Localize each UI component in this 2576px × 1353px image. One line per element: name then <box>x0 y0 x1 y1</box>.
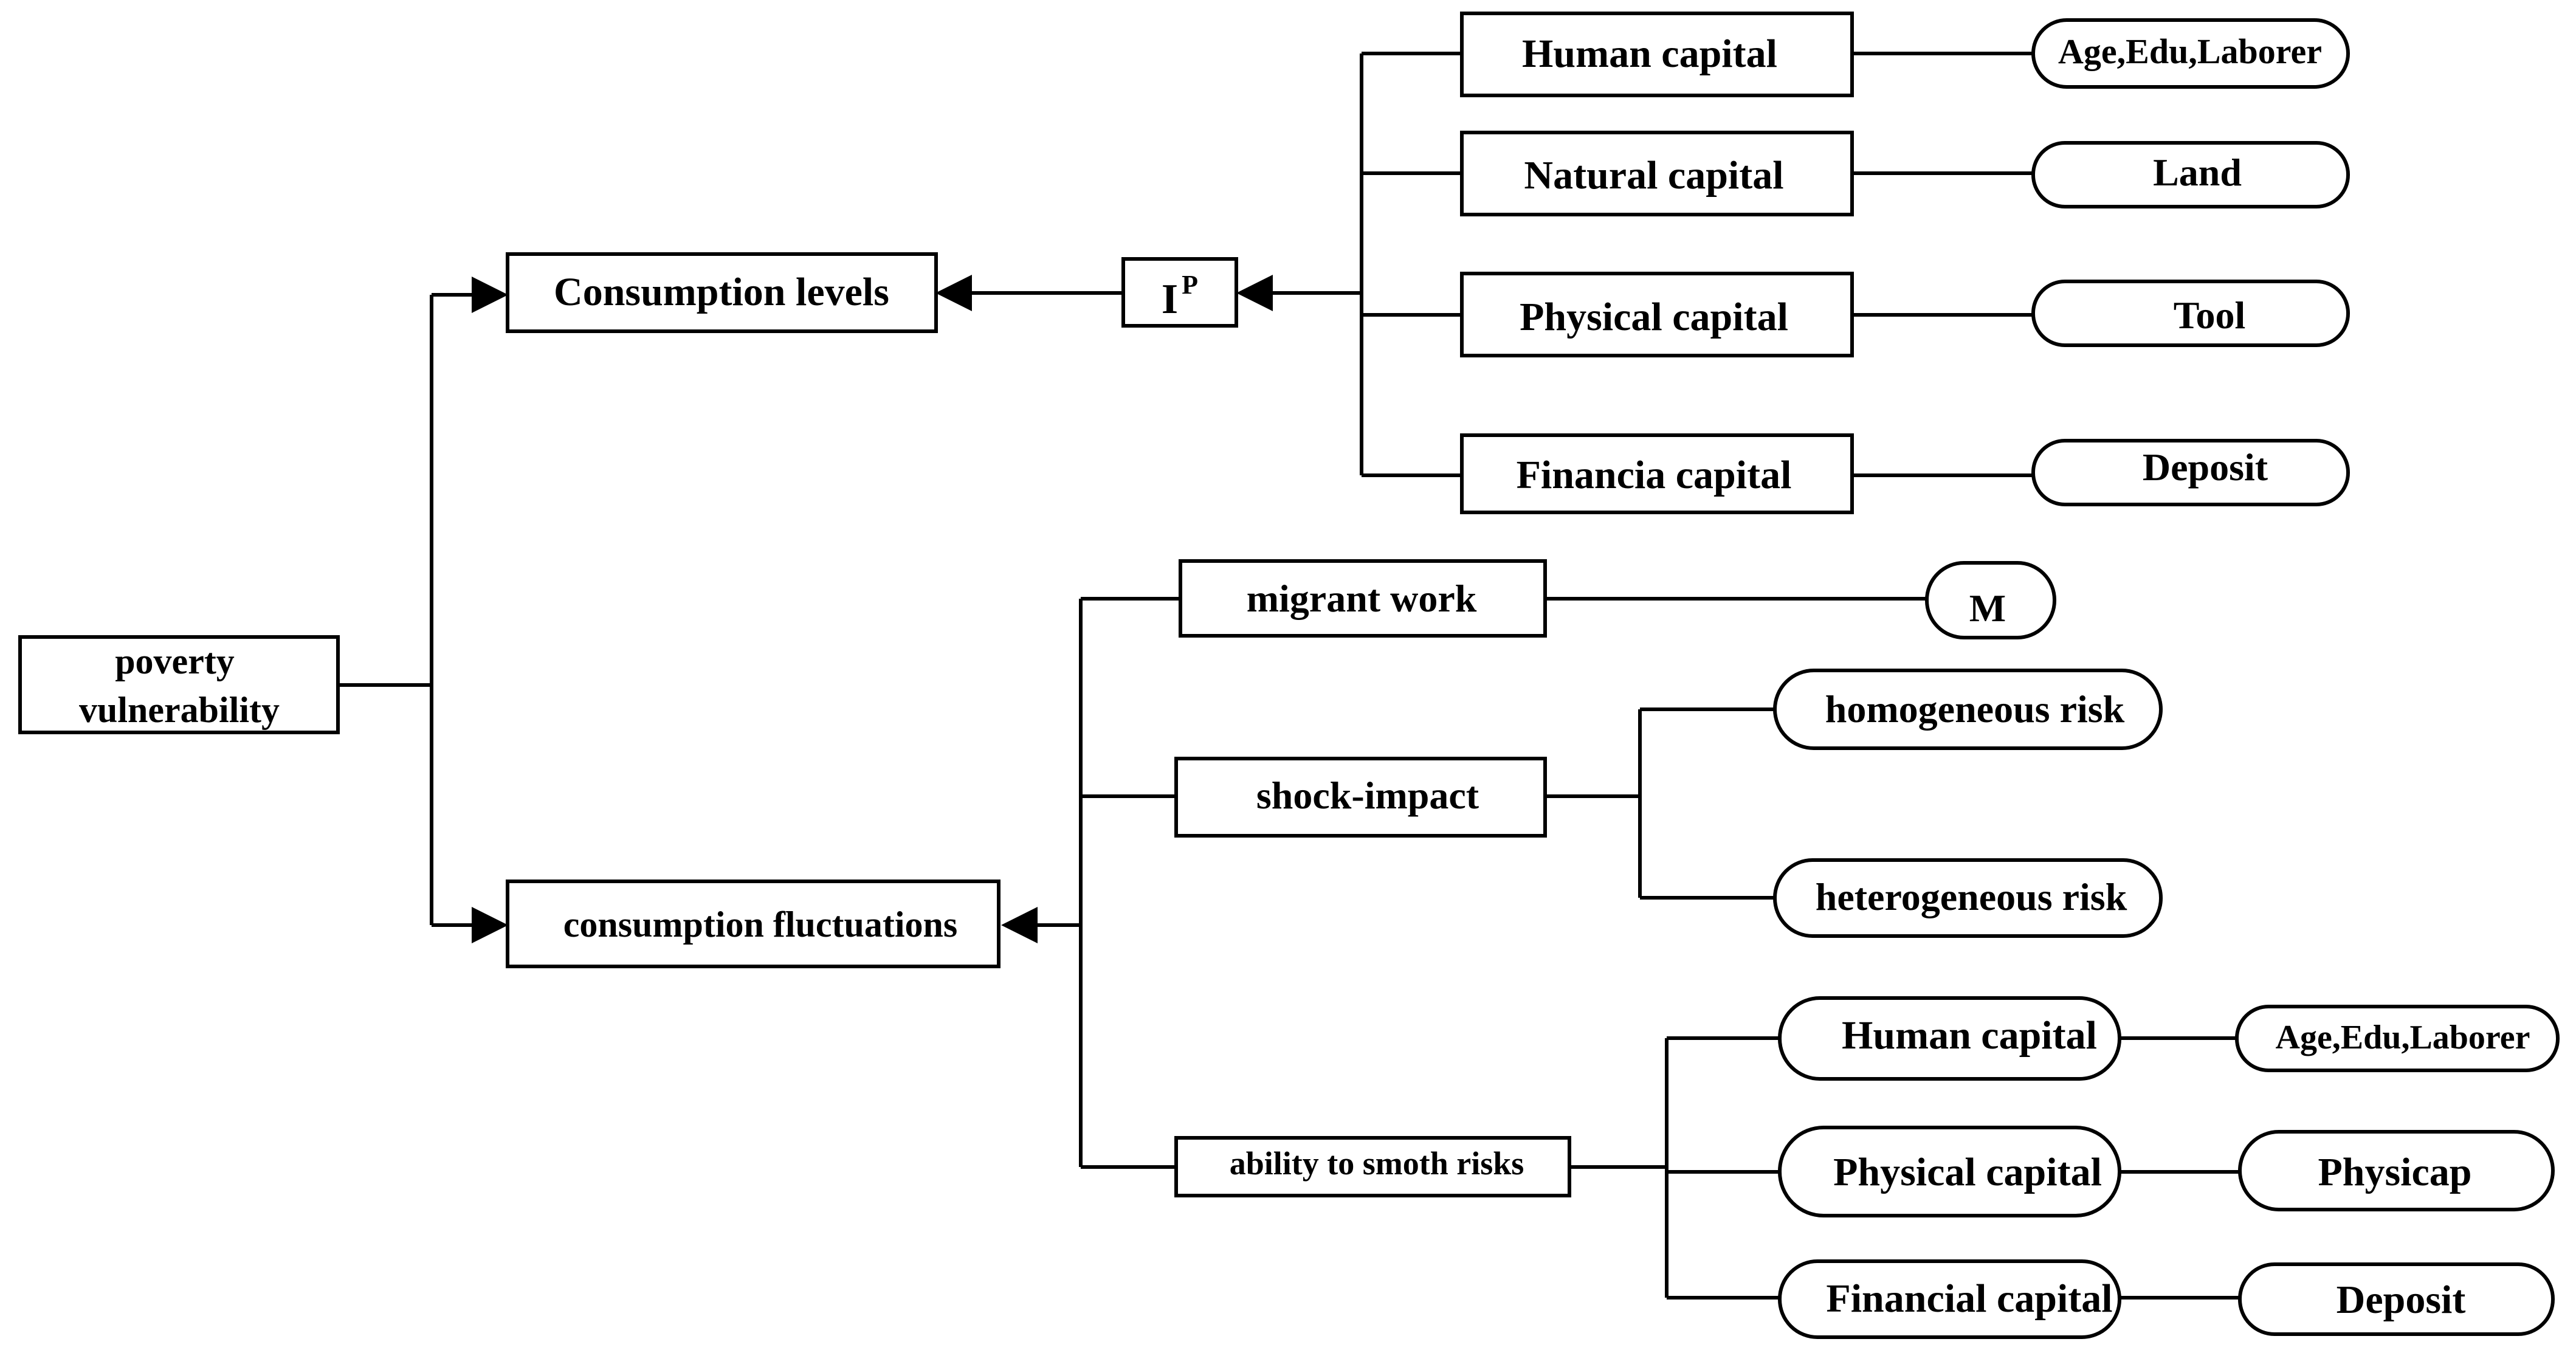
node-natural-capital: Natural capital <box>1460 131 1854 216</box>
physical-capital-label: Physical capital <box>1520 295 1788 339</box>
node-smooth-human-capital: Human capital <box>1778 996 2121 1081</box>
node-smooth-physical-capital: Physical capital <box>1778 1126 2121 1217</box>
node-financia-capital: Financia capital <box>1460 433 1854 514</box>
smooth-risks-label: ability to smoth risks <box>1230 1145 1524 1182</box>
ip-base: I <box>1162 276 1178 323</box>
node-consumption-levels: Consumption levels <box>506 252 938 333</box>
risk-heterogeneous: heterogeneous risk <box>1773 858 2163 938</box>
indicator-deposit-label: Deposit <box>2143 446 2268 489</box>
indicator-age-edu-laborer-label: Age,Edu,Laborer <box>2058 32 2322 71</box>
indicator-smooth-age-edu-laborer: Age,Edu,Laborer <box>2235 1005 2560 1072</box>
indicator-physicap: Physicap <box>2238 1130 2555 1211</box>
node-poverty-vulnerability: poverty vulnerability <box>18 635 340 734</box>
node-consumption-fluctuations: consumption fluctuations <box>506 880 1000 968</box>
consumption-levels-label: Consumption levels <box>554 270 889 314</box>
node-physical-capital: Physical capital <box>1460 272 1854 357</box>
indicator-land: Land <box>2031 141 2350 208</box>
indicator-smooth-age-edu-laborer-label: Age,Edu,Laborer <box>2276 1019 2530 1056</box>
consumption-fluctuations-label: consumption fluctuations <box>563 904 957 945</box>
root-label-line-1: poverty <box>115 641 235 681</box>
node-smooth-financial-capital: Financial capital <box>1778 1259 2121 1339</box>
financia-capital-label: Financia capital <box>1517 453 1792 497</box>
node-shock-impact: shock-impact <box>1174 757 1547 838</box>
human-capital-label: Human capital <box>1522 32 1777 76</box>
smooth-human-capital-label: Human capital <box>1842 1013 2097 1058</box>
smooth-financial-capital-label: Financial capital <box>1826 1276 2112 1321</box>
indicator-smooth-deposit-label: Deposit <box>2337 1278 2466 1322</box>
smooth-physical-capital-label: Physical capital <box>1833 1150 2102 1194</box>
indicator-deposit: Deposit <box>2031 439 2350 506</box>
root-label: poverty vulnerability <box>79 641 280 730</box>
node-smooth-risks: ability to smoth risks <box>1174 1136 1571 1197</box>
node-migrant-work: migrant work <box>1179 559 1547 638</box>
indicator-m-label: M <box>1969 587 2006 630</box>
indicator-m: M <box>1925 561 2056 639</box>
risk-heterogeneous-label: heterogeneous risk <box>1816 875 2127 918</box>
natural-capital-label: Natural capital <box>1524 153 1783 198</box>
ip-superscript: P <box>1182 270 1198 300</box>
indicator-tool-label: Tool <box>2174 294 2246 337</box>
migrant-work-label: migrant work <box>1247 577 1477 620</box>
indicator-smooth-deposit: Deposit <box>2238 1262 2555 1336</box>
root-label-line-2: vulnerability <box>79 690 280 730</box>
indicator-age-edu-laborer: Age,Edu,Laborer <box>2031 18 2350 89</box>
indicator-tool: Tool <box>2031 280 2350 347</box>
indicator-physicap-label: Physicap <box>2318 1150 2471 1194</box>
indicator-land-label: Land <box>2153 151 2242 194</box>
shock-impact-label: shock-impact <box>1256 774 1479 817</box>
connectors <box>338 52 2240 1300</box>
risk-homogeneous: homogeneous risk <box>1773 669 2163 750</box>
risk-homogeneous-label: homogeneous risk <box>1825 687 2125 731</box>
node-human-capital: Human capital <box>1460 12 1854 97</box>
